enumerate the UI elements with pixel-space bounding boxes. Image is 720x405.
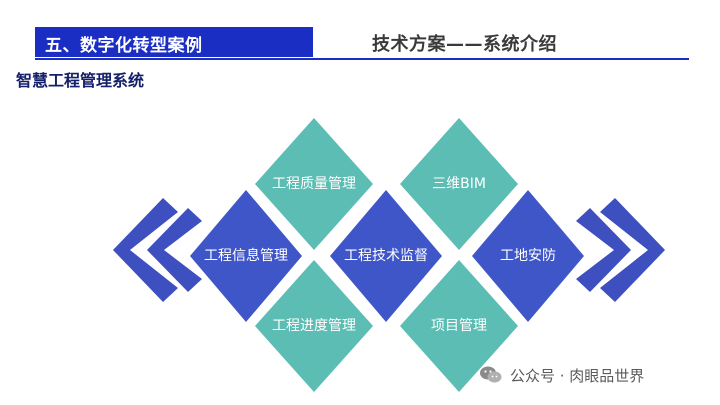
node-bim: 三维BIM: [400, 118, 518, 250]
node-supervision: 工程技术监督: [330, 190, 442, 322]
node-progress: 工程进度管理: [255, 260, 373, 392]
node-quality: 工程质量管理: [255, 118, 373, 250]
right-chevrons: [576, 198, 665, 302]
left-chevrons: [113, 198, 202, 302]
node-quality-label: 工程质量管理: [272, 176, 356, 192]
node-info: 工程信息管理: [190, 190, 302, 322]
node-safety: 工地安防: [472, 190, 584, 322]
node-safety-label: 工地安防: [500, 248, 556, 264]
node-project-label: 项目管理: [431, 318, 487, 334]
header-divider: [35, 58, 689, 60]
watermark-text: 公众号 · 肉眼品世界: [510, 366, 645, 385]
watermark: 公众号 · 肉眼品世界: [478, 362, 644, 388]
left-chevron-outer: [113, 198, 178, 302]
node-supervision-label: 工程技术监督: [344, 248, 428, 264]
node-bim-label: 三维BIM: [432, 176, 486, 192]
wechat-icon: [480, 366, 502, 383]
node-info-label: 工程信息管理: [204, 247, 288, 264]
right-chevron-inner: [576, 208, 631, 292]
page-title: 智慧工程管理系统: [16, 71, 145, 90]
node-project: 项目管理: [400, 260, 518, 392]
slide-subtitle: 技术方案——系统介绍: [372, 34, 557, 55]
section-title-bar: 五、数字化转型案例: [35, 27, 313, 57]
section-title: 五、数字化转型案例: [45, 36, 203, 56]
left-chevron-inner: [147, 208, 202, 292]
right-chevron-outer: [600, 198, 665, 302]
node-progress-label: 工程进度管理: [272, 318, 356, 334]
